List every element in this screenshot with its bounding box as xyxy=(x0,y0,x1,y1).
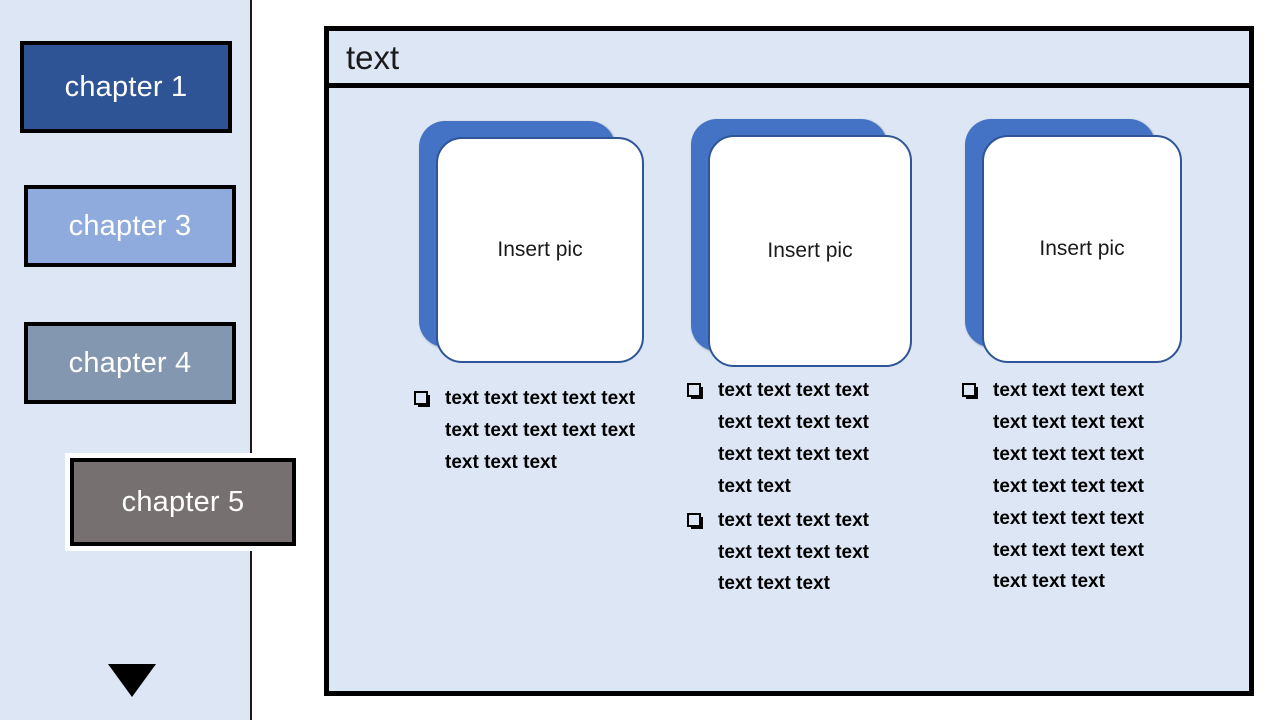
bullet-list: text text text text text text text text … xyxy=(686,375,901,602)
insert-pic-label: Insert pic xyxy=(497,238,583,261)
sidebar-item-chapter-3[interactable]: chapter 3 xyxy=(24,185,236,267)
sidebar-item-label: chapter 4 xyxy=(68,346,192,379)
insert-pic-placeholder[interactable]: Insert pic xyxy=(708,135,912,367)
list-item: text text text text text text text text … xyxy=(686,505,901,601)
bullet-list: text text text text text text text text … xyxy=(961,375,1171,600)
list-item-text: text text text text text text text text … xyxy=(718,509,869,595)
list-item-text: text text text text text text text text … xyxy=(718,380,869,497)
list-item: text text text text text text text text … xyxy=(413,383,648,479)
sidebar: chapter 1 chapter 3 chapter 4 xyxy=(0,0,252,720)
list-item-text: text text text text text text text text … xyxy=(445,388,636,473)
insert-pic-placeholder[interactable]: Insert pic xyxy=(982,135,1182,363)
sidebar-item-chapter-1[interactable]: chapter 1 xyxy=(20,41,232,133)
insert-pic-label: Insert pic xyxy=(767,239,853,262)
insert-pic-label: Insert pic xyxy=(1039,237,1125,260)
main-panel: text Insert pic text text text text text… xyxy=(324,26,1254,696)
list-item-text: text text text text text text text text … xyxy=(993,380,1144,593)
sidebar-item-label: chapter 1 xyxy=(64,70,188,103)
panel-body: Insert pic text text text text text text… xyxy=(329,93,1249,691)
square-bullet-icon xyxy=(414,391,428,405)
list-item: text text text text text text text text … xyxy=(961,375,1171,598)
triangle-down-icon[interactable] xyxy=(108,664,156,697)
sidebar-item-chapter-5[interactable]: chapter 5 xyxy=(65,453,301,551)
square-bullet-icon xyxy=(687,512,701,527)
sidebar-item-label: chapter 3 xyxy=(68,209,192,242)
bullet-list: text text text text text text text text … xyxy=(413,383,648,481)
sidebar-item-label: chapter 5 xyxy=(121,485,245,518)
page-title: text xyxy=(346,38,400,76)
sidebar-item-chapter-4[interactable]: chapter 4 xyxy=(24,322,236,404)
insert-pic-placeholder[interactable]: Insert pic xyxy=(436,137,644,363)
square-bullet-icon xyxy=(687,383,701,397)
square-bullet-icon xyxy=(962,383,976,397)
list-item: text text text text text text text text … xyxy=(686,375,901,503)
panel-header: text xyxy=(329,31,1249,88)
